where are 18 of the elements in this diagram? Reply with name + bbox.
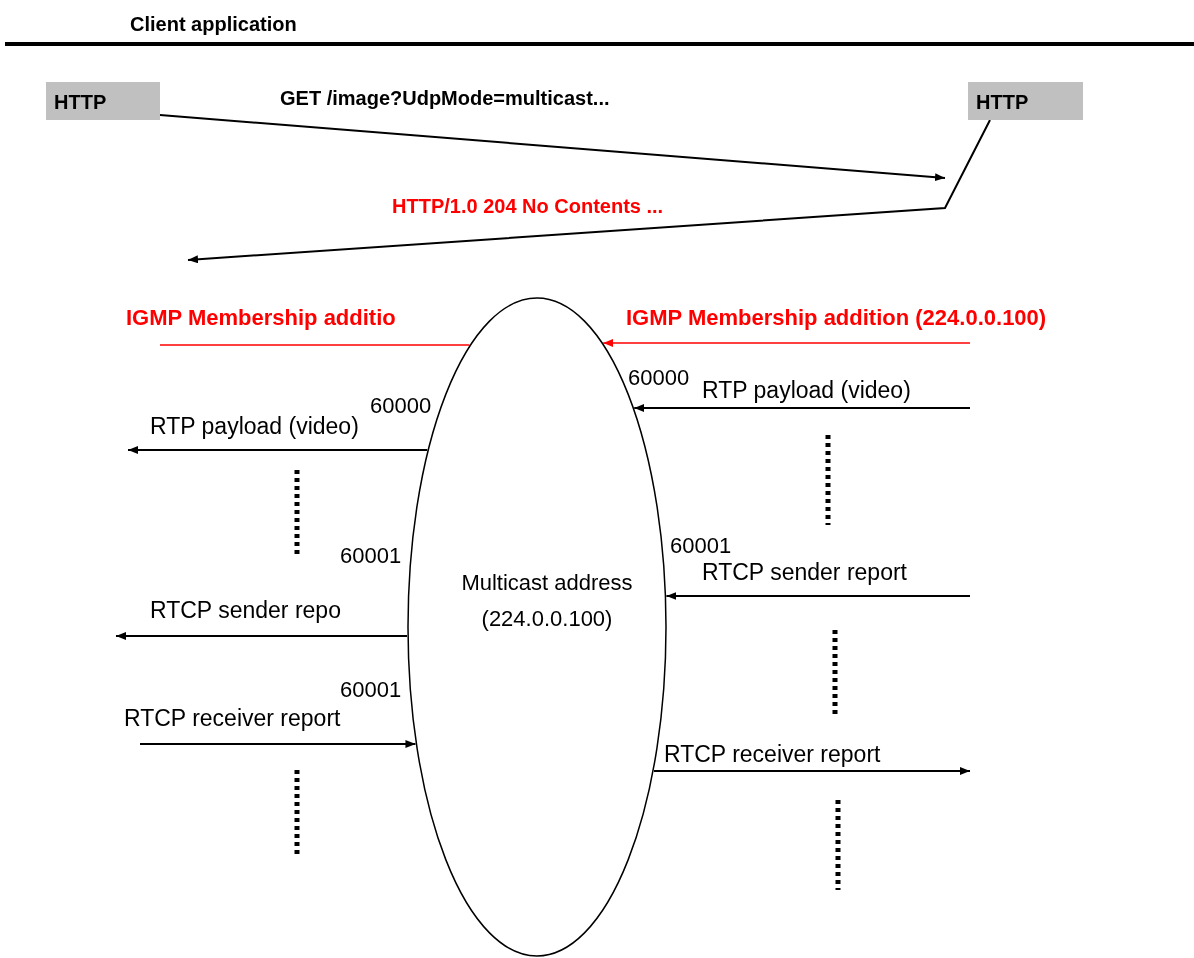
port-number: 60000	[370, 392, 432, 420]
protocol-box: HTTP	[46, 82, 160, 120]
protocol-box: HTTP	[968, 82, 1083, 120]
port-number: 60001	[670, 532, 732, 560]
arrow	[602, 339, 971, 347]
port-number: 60000	[628, 364, 690, 392]
column-heading: Client application	[130, 12, 297, 37]
arrow	[159, 114, 946, 182]
node-text: Multicast address (224.0.0.100)	[460, 569, 634, 633]
arrow	[652, 767, 971, 775]
port-number: 60001	[340, 542, 402, 570]
arrow	[127, 446, 429, 454]
arrow	[187, 119, 991, 264]
arrow	[665, 592, 971, 600]
arrow	[139, 740, 417, 748]
arrow	[633, 404, 971, 412]
port-number: 60001	[340, 676, 402, 704]
arrow	[115, 632, 409, 640]
